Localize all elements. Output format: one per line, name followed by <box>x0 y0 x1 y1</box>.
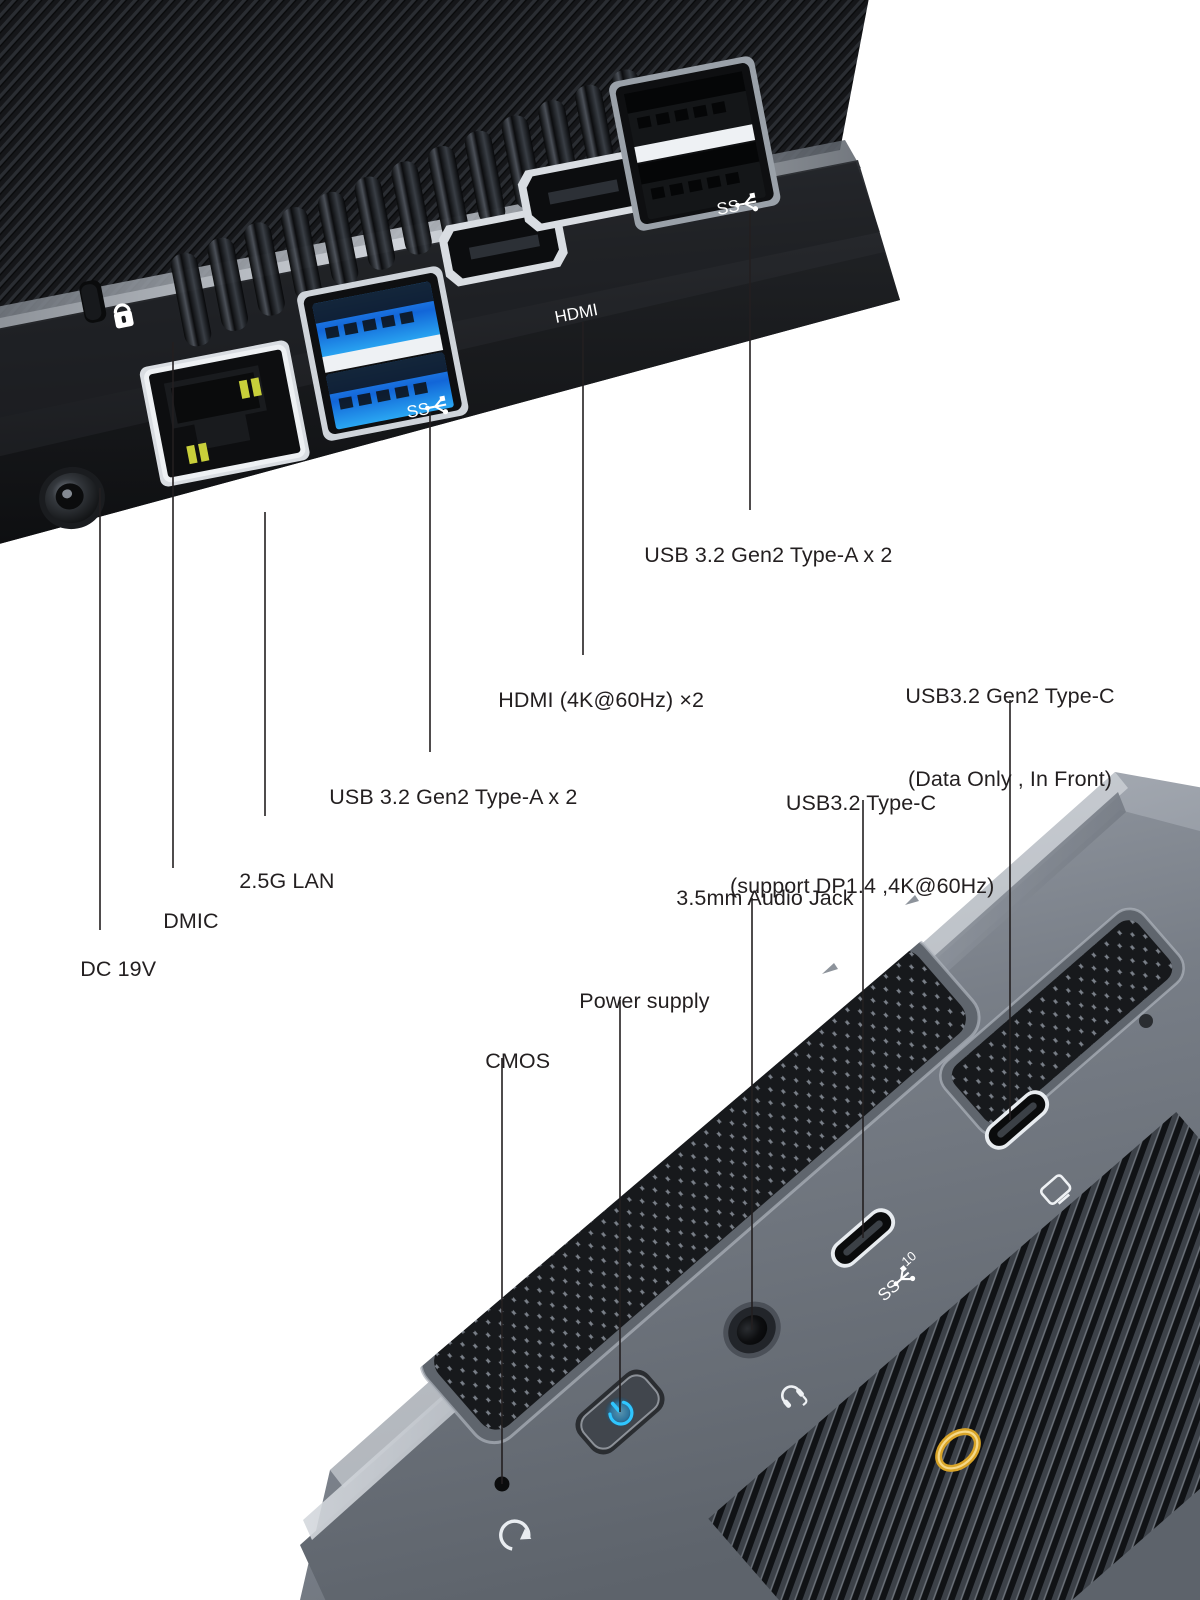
svg-text:SS: SS <box>405 399 431 422</box>
callout-usb-c-data-line1: USB3.2 Gen2 Type-C <box>905 684 1115 709</box>
rear-device: 19V <box>0 0 900 576</box>
svg-text:SS: SS <box>715 196 741 219</box>
dc-jack-port <box>39 466 105 530</box>
callout-usb-c-data-line2: (Data Only , In Front) <box>907 766 1113 791</box>
top-notch-mark <box>905 895 919 905</box>
lock-icon <box>113 303 134 329</box>
callout-power-supply: Power supply <box>555 960 710 1043</box>
headset-icon <box>781 1385 808 1408</box>
callout-lan: 2.5G LAN <box>215 840 335 923</box>
silk-ss-left: SS <box>405 395 449 422</box>
callout-usb-c-dp-line1: USB3.2 Type-C <box>785 791 937 816</box>
callout-dc-19v-line1: DC 19V <box>80 956 157 981</box>
callout-usb-c-dp: USB3.2 Type-C (support DP1.4 ,4K@60Hz) <box>730 735 995 955</box>
display-icon <box>1039 1174 1072 1205</box>
callout-cmos: CMOS <box>461 1020 550 1103</box>
callout-power-supply-line1: Power supply <box>579 988 710 1013</box>
usb-c-data-port <box>984 1090 1050 1150</box>
front-device: SS 10 <box>300 772 1200 1600</box>
usb-a-blue-ports <box>297 266 469 441</box>
reset-arrow-icon <box>499 1519 532 1551</box>
brand-ring-icon <box>935 1428 981 1472</box>
callout-lan-line1: 2.5G LAN <box>239 868 335 893</box>
silk-dc-19v: 19V <box>82 551 116 576</box>
power-icon <box>608 1400 634 1426</box>
callout-usb-a-rear-top-line1: USB 3.2 Gen2 Type-A x 2 <box>644 542 893 567</box>
callout-usb-a-rear-low: USB 3.2 Gen2 Type-A x 2 <box>305 756 577 839</box>
mic-pinhole <box>1139 1014 1153 1028</box>
silk-ss-right: SS <box>715 192 759 219</box>
callout-dmic-line1: DMIC <box>163 908 219 933</box>
callout-dmic: DMIC <box>139 880 219 963</box>
leader-lines <box>99 212 1011 1484</box>
usb-a-black-ports <box>609 56 781 231</box>
callout-audio-jack-line1: 3.5mm Audio Jack <box>676 885 854 910</box>
callout-usb-a-rear-top: USB 3.2 Gen2 Type-A x 2 <box>620 514 892 597</box>
kensington-lock-slot <box>79 280 107 323</box>
callout-cmos-line1: CMOS <box>485 1048 551 1073</box>
callout-usb-c-dp-line2: (support DP1.4 ,4K@60Hz) <box>730 873 995 898</box>
top-notch-mark-2 <box>822 963 838 974</box>
callout-hdmi-line1: HDMI (4K@60Hz) ×2 <box>498 687 705 712</box>
hdmi-port-2 <box>517 150 647 232</box>
callout-audio-jack: 3.5mm Audio Jack <box>652 857 854 940</box>
rj45-lan-port <box>139 340 310 487</box>
callout-usb-c-data: USB3.2 Gen2 Type-C (Data Only , In Front… <box>898 628 1122 848</box>
silk-lan: 2.5G LAN <box>219 485 300 520</box>
callout-dc-19v: DC 19V <box>56 928 156 1011</box>
callout-usb-a-rear-low-line1: USB 3.2 Gen2 Type-A x 2 <box>329 784 578 809</box>
callout-hdmi: HDMI (4K@60Hz) ×2 <box>474 659 704 742</box>
